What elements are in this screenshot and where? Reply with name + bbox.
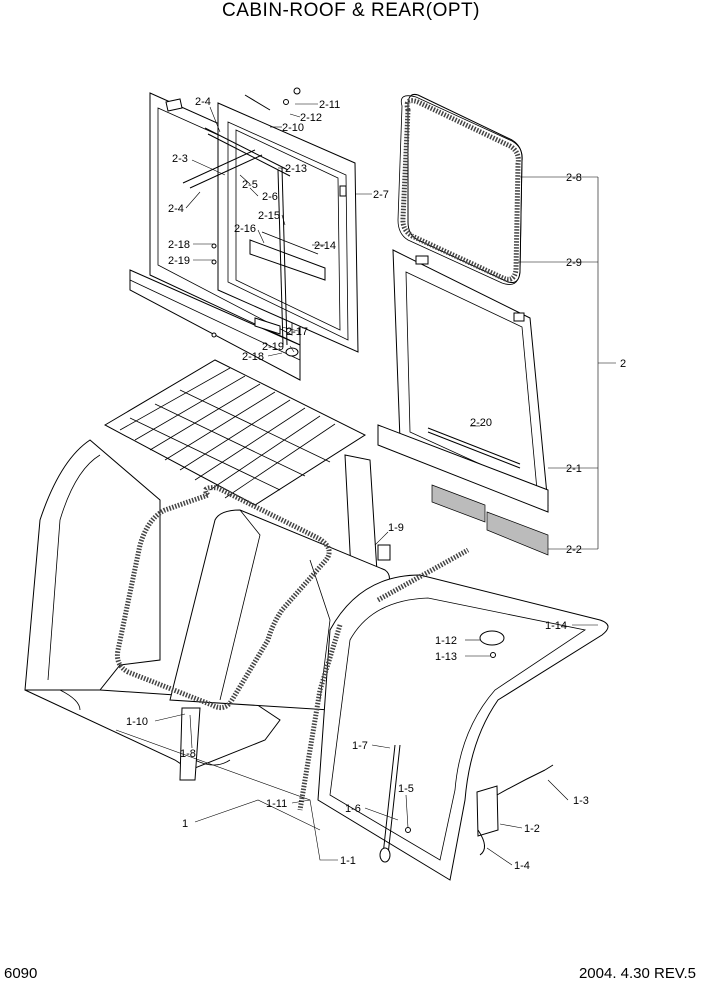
callout-2-7: 2-7 (373, 189, 389, 201)
callout-2-2: 2-2 (566, 544, 582, 556)
callout-2-19: 2-19 (262, 341, 284, 353)
callout-2-8: 2-8 (566, 172, 582, 184)
callout-2-12: 2-12 (300, 112, 322, 124)
revision-date: 2004. 4.30 REV.5 (578, 965, 696, 982)
callout-1-5: 1-5 (398, 783, 414, 795)
callout-2-11: 2-11 (319, 99, 340, 111)
callout-2-18: 2-18 (168, 239, 190, 251)
cab-body (24, 359, 609, 881)
callout-1-1: 1-1 (340, 855, 356, 867)
callout-2-9: 2-9 (566, 257, 582, 269)
callout-2-20: 2-20 (470, 417, 492, 429)
callout-1-2: 1-2 (524, 823, 540, 835)
leader-lines (115, 103, 616, 866)
callout-2-1: 2-1 (566, 463, 582, 475)
callout-2: 2 (620, 358, 626, 370)
callout-2-6: 2-6 (262, 191, 278, 203)
callout-1-8: 1-8 (180, 748, 196, 760)
callout-1-3: 1-3 (573, 795, 589, 807)
callout-2-13: 2-13 (285, 163, 307, 175)
callout-1-4: 1-4 (514, 860, 530, 872)
callout-2-14: 2-14 (314, 240, 336, 252)
callout-1-13: 1-13 (435, 651, 457, 663)
callout-2-4: 2-4 (195, 96, 211, 108)
callout-2-10: 2-10 (282, 122, 304, 134)
callout-1-7: 1-7 (352, 740, 368, 752)
roof-rear-frame (129, 87, 359, 381)
callout-2-4: 2-4 (168, 203, 184, 215)
callout-1-6: 1-6 (345, 803, 361, 815)
callout-2-18: 2-18 (242, 351, 264, 363)
callout-1-9: 1-9 (388, 522, 404, 534)
callouts: 2-11 2-12 2-10 2-4 2-3 2-13 2-5 2-6 2-4 … (126, 96, 626, 872)
page-number: 6090 (4, 965, 38, 982)
rear-window-assembly (377, 94, 549, 556)
callout-1-10: 1-10 (126, 716, 148, 728)
page-title: CABIN-ROOF & REAR(OPT) (221, 0, 480, 21)
callout-2-19: 2-19 (168, 255, 190, 267)
callout-2-5: 2-5 (242, 179, 258, 191)
callout-1-12: 1-12 (435, 635, 457, 647)
callout-1-14: 1-14 (545, 620, 567, 632)
callout-2-15: 2-15 (258, 210, 280, 222)
callout-2-16: 2-16 (234, 223, 256, 235)
callout-1-11: 1-11 (266, 798, 287, 810)
callout-1: 1 (182, 818, 188, 830)
callout-2-3: 2-3 (172, 153, 188, 165)
callout-2-17: 2-17 (286, 326, 308, 338)
